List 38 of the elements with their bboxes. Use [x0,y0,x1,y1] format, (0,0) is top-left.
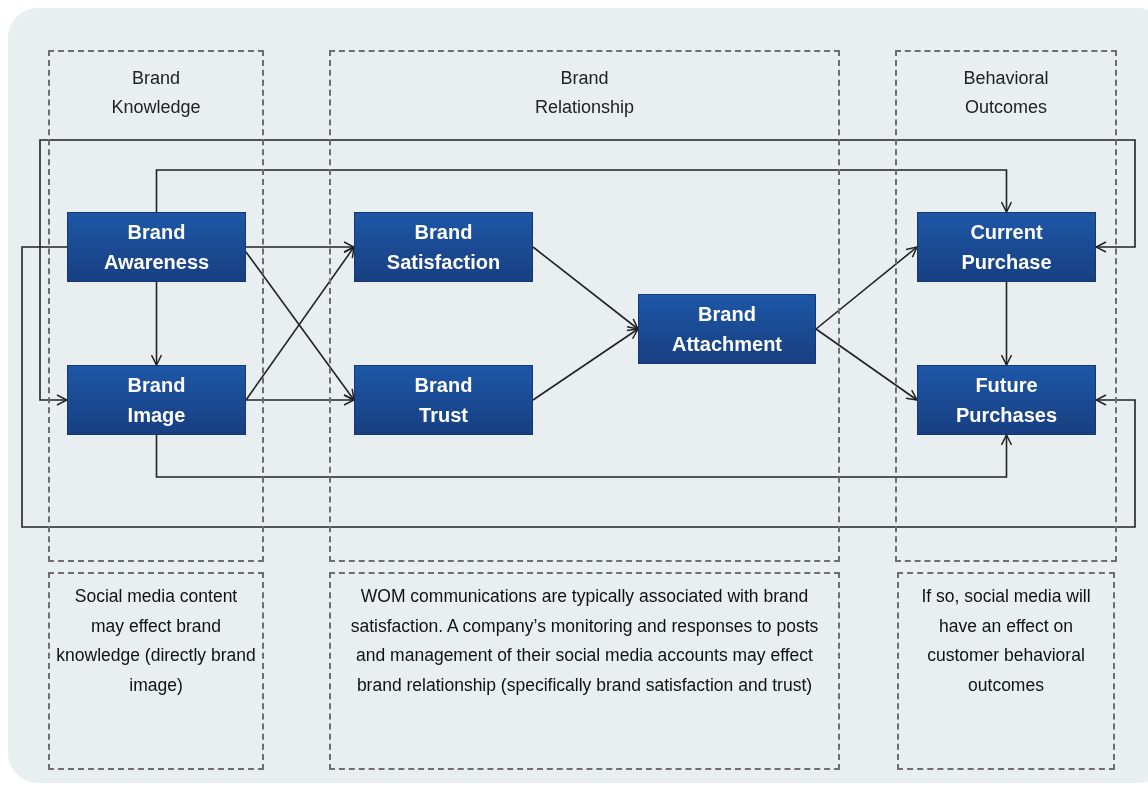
concept-box [67,212,246,282]
arrow [155,434,1013,478]
note-panel [897,572,1115,770]
concept-label: Brand Awareness [103,220,210,275]
arrow [21,246,1136,528]
arrow [245,394,355,406]
concept-label: Brand Image [127,373,186,428]
column-heading: Behavioral Outcomes [963,67,1049,119]
arrow [1000,281,1013,366]
group-panel [329,50,840,562]
note-panel [329,572,840,770]
concept-box [917,365,1096,435]
concept-label: Brand Trust [414,373,473,428]
arrow [155,169,1013,213]
column-heading: Brand Knowledge [111,67,201,119]
arrow [150,281,163,366]
note-panel [48,572,264,770]
concept-box [67,365,246,435]
note-text: WOM communications are typically associated with brand satisfaction. A company’s monitoring and responses to posts and management of their social media accounts may effect brand relationship (specifically brand satisfaction and trust) [349,585,820,697]
concept-box [638,294,816,364]
concept-box [354,365,533,435]
concept-label: Current Purchase [961,220,1052,275]
concept-label: Future Purchases [955,373,1058,428]
concept-box [917,212,1096,282]
concept-label: Brand Attachment [672,302,782,357]
group-panel [895,50,1117,562]
arrow [39,139,1136,406]
note-text: If so, social media will have an effect on customer behavioral outcomes [920,585,1092,697]
arrow [245,241,355,253]
concept-label: Brand Satisfaction [386,220,501,275]
concept-box [354,212,533,282]
arrow [815,328,918,401]
column-heading: Brand Relationship [534,67,635,119]
arrow [532,246,639,330]
arrow [815,246,918,330]
arrow [532,328,639,401]
group-panel [48,50,264,562]
note-text: Social media content may effect brand knowledge (directly brand image) [56,585,256,697]
